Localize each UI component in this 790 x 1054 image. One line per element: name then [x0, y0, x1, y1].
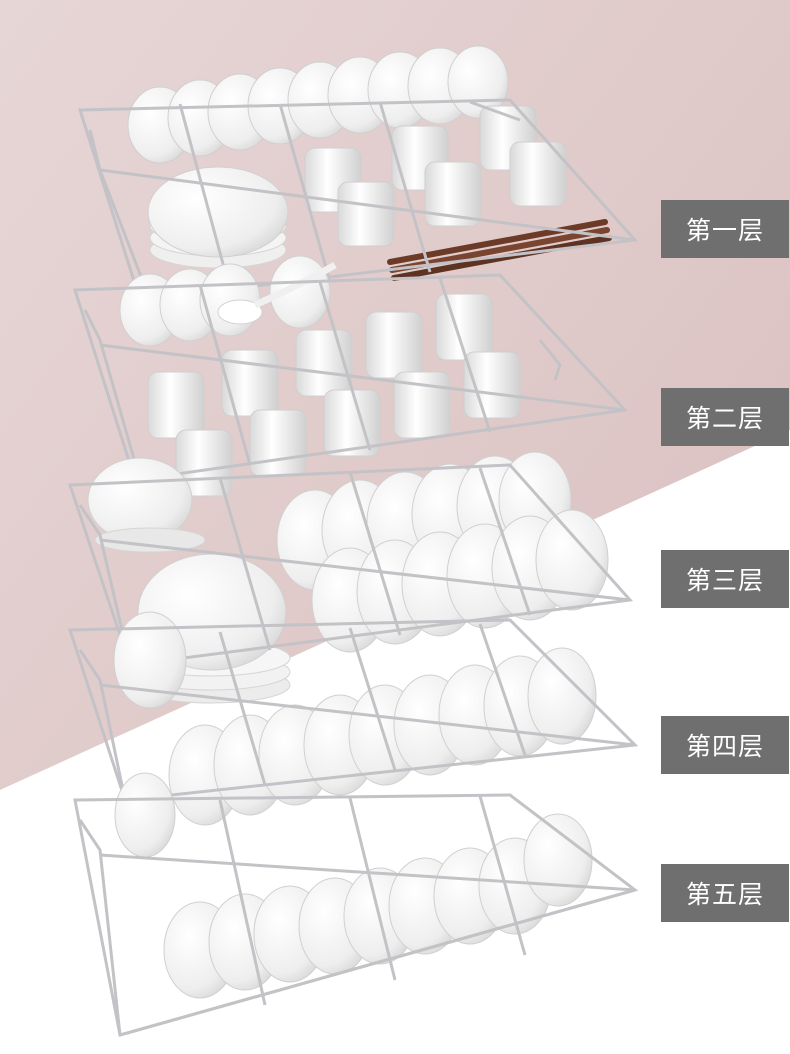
tier-label-3: 第三层 [661, 550, 789, 608]
tier-label-4-text: 第四层 [685, 732, 764, 761]
tier-label-1: 第一层 [661, 200, 789, 258]
tier-label-2: 第二层 [661, 388, 789, 446]
tier-label-2-text: 第二层 [685, 404, 764, 433]
tier-1-cups [304, 105, 567, 247]
spoons [217, 261, 337, 325]
tier-label-5-text: 第五层 [685, 880, 764, 909]
tier-label-1-text: 第一层 [685, 216, 764, 245]
tier-5-bowls [114, 772, 593, 999]
tier-label-4: 第四层 [661, 716, 789, 774]
tier-1-plates [147, 166, 289, 269]
tier-1-rack [77, 98, 639, 302]
tier-label-3-text: 第三层 [685, 566, 764, 595]
tier-label-5: 第五层 [661, 864, 789, 922]
tier-5-rack [73, 793, 639, 1037]
tier-5-contents [114, 772, 593, 999]
tier-2-cups [147, 293, 521, 497]
tier-3-rack [67, 463, 634, 667]
tier-2-rack [72, 273, 629, 482]
tier-3-large-bowl [87, 457, 206, 553]
tier-4-rack [67, 618, 639, 802]
tier-2-contents [119, 255, 521, 497]
tier-3-bowls [276, 451, 609, 653]
